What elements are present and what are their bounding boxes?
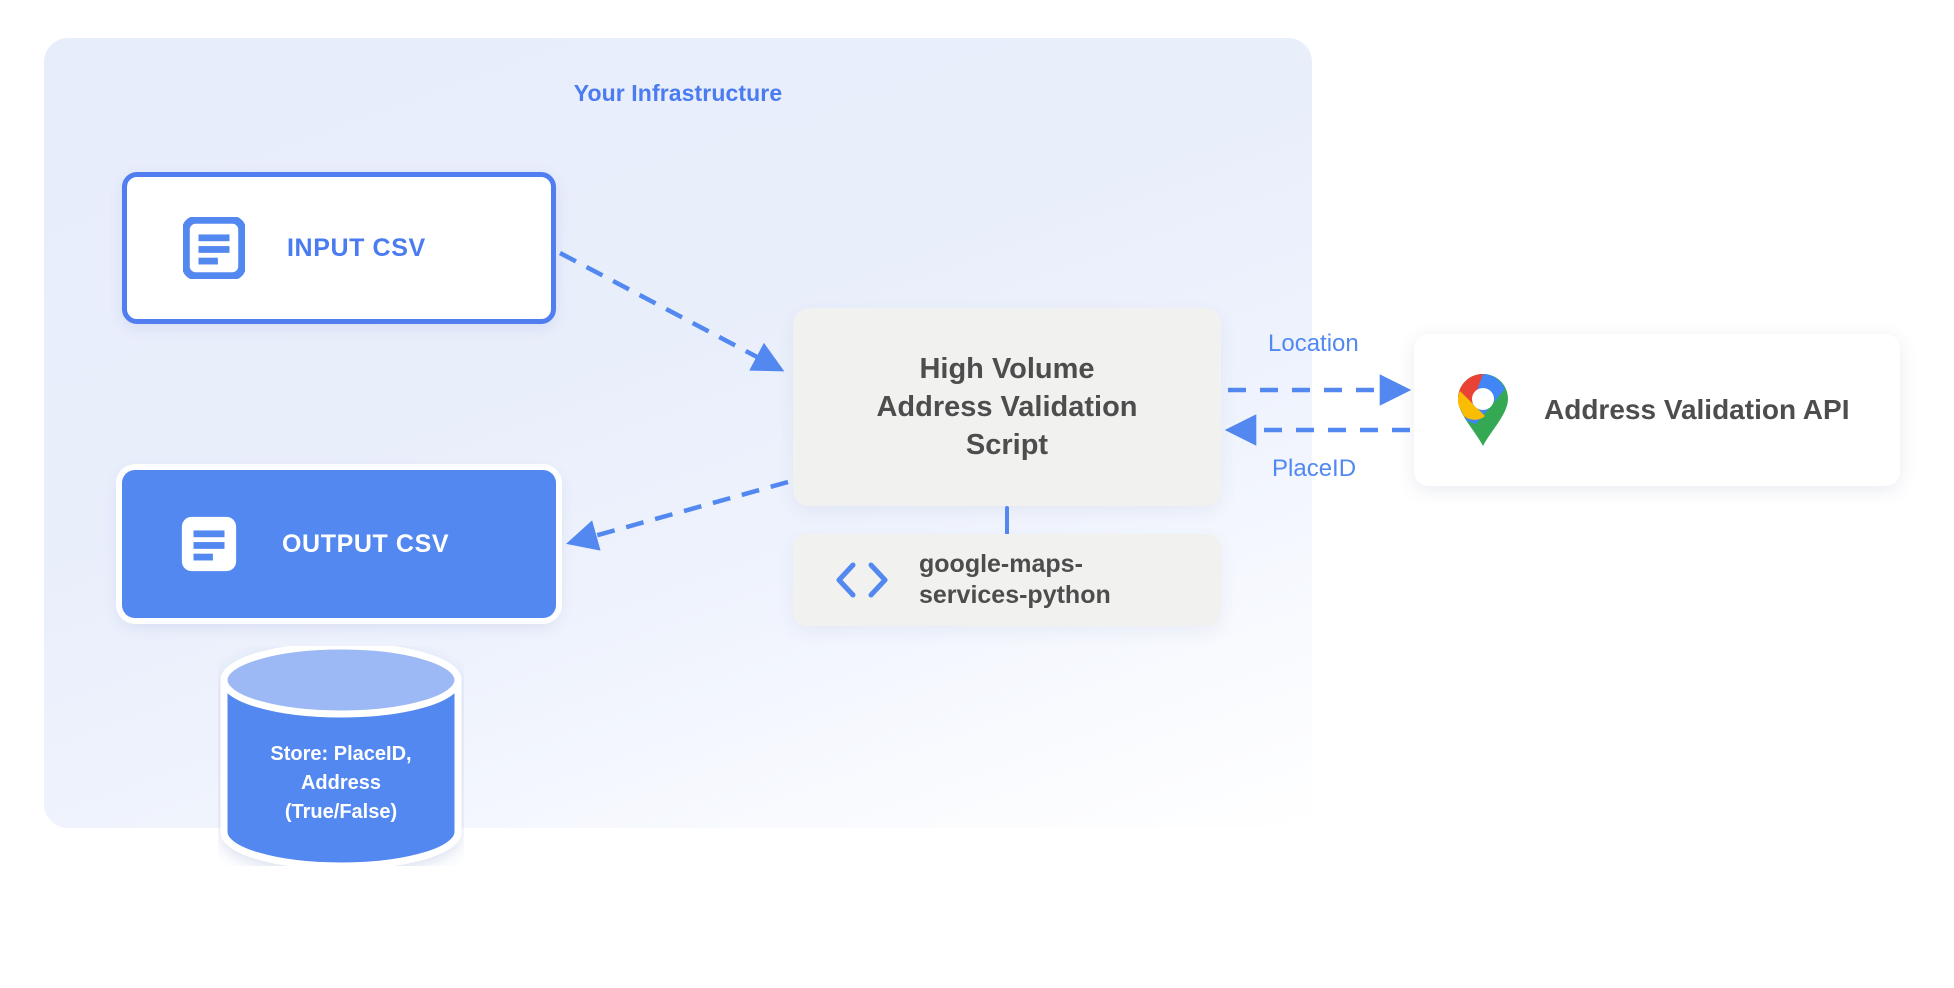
script-line-2: Address Validation: [876, 390, 1138, 423]
script-line-3: Script: [965, 429, 1049, 462]
input-csv-node[interactable]: INPUT CSV: [122, 172, 556, 324]
database-node[interactable]: Store: PlaceID, Address (True/False): [218, 646, 464, 866]
library-line-2: services-python: [919, 581, 1111, 609]
api-label: Address Validation API: [1544, 394, 1850, 425]
script-node[interactable]: High Volume Address Validation Script: [793, 308, 1221, 506]
output-csv-node[interactable]: OUTPUT CSV: [122, 470, 556, 618]
library-text: google-maps- services-python: [919, 549, 1111, 612]
address-validation-api-node[interactable]: Address Validation API: [1414, 334, 1900, 486]
library-node[interactable]: google-maps- services-python: [793, 534, 1221, 626]
output-csv-label: OUTPUT CSV: [282, 529, 450, 558]
edge-label-placeid: PlaceID: [1272, 455, 1357, 482]
infrastructure-title: Your Infrastructure: [573, 80, 783, 106]
input-csv-label: INPUT CSV: [287, 233, 426, 262]
google-maps-pin-icon: [1458, 374, 1508, 446]
code-brackets-icon: [836, 562, 888, 598]
script-line-1: High Volume: [919, 352, 1095, 385]
document-icon: [181, 516, 237, 572]
script-library-connector: [1005, 506, 1009, 538]
library-line-1: google-maps-: [919, 549, 1083, 578]
cylinder-shape: [220, 646, 462, 866]
script-text: High Volume Address Validation Script: [860, 350, 1153, 465]
edge-label-location: Location: [1268, 330, 1359, 357]
document-icon: [183, 217, 245, 279]
